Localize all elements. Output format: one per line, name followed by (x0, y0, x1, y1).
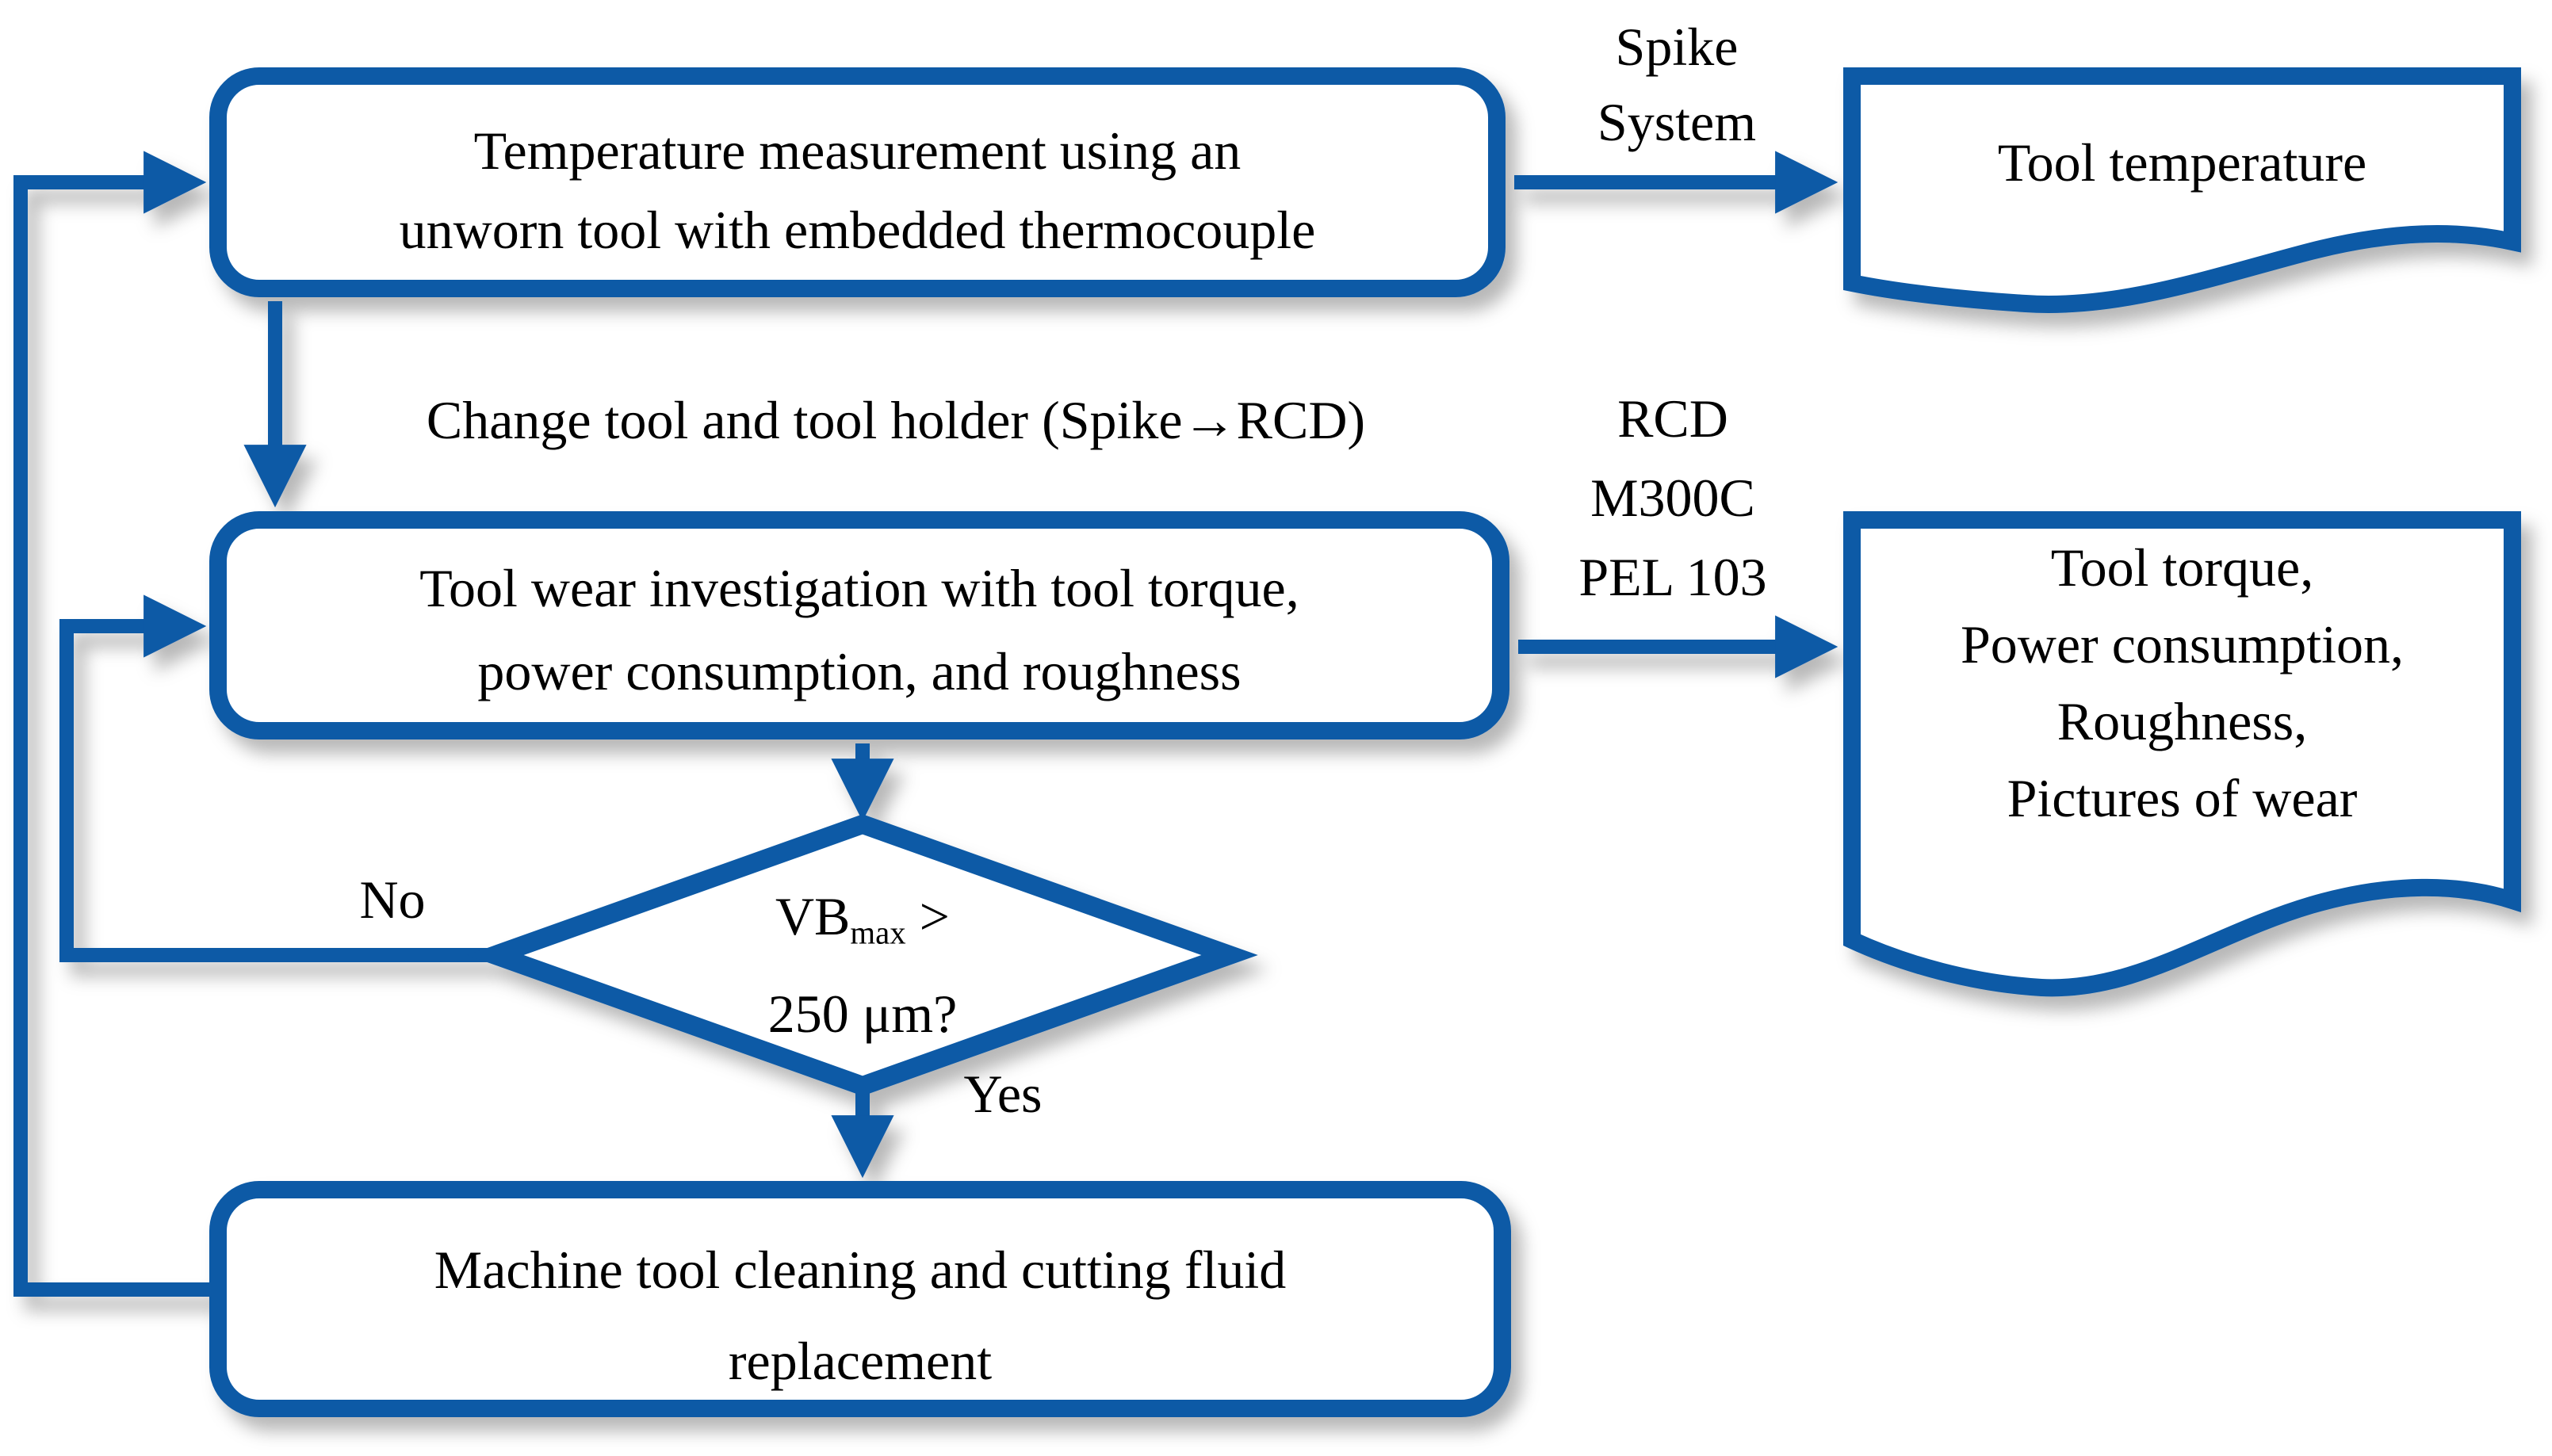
wear-box-line2: power consumption, and roughness (477, 641, 1242, 701)
rcd-devices-edge-label: RCD M300C PEL 103 (1534, 379, 1812, 617)
cleaning-box-label: Machine tool cleaning and cutting fluid … (209, 1225, 1511, 1407)
spike-system-line1: Spike (1615, 17, 1739, 77)
outputs-doc-line4: Pictures of wear (2007, 768, 2358, 828)
tool-temperature-doc-label: Tool temperature (1843, 123, 2521, 202)
decision-line1: VBmax > (664, 876, 1061, 973)
decision-line1-subscript: max (850, 915, 906, 951)
tool-temperature-doc-line1: Tool temperature (1997, 132, 2367, 193)
spike-system-edge-label: Spike System (1526, 10, 1827, 160)
process-box-tool-wear-investigation (209, 511, 1509, 739)
rcd-line1: RCD (1617, 388, 1728, 449)
wear-box-label: Tool wear investigation with tool torque… (209, 547, 1509, 713)
cleaning-box-line1: Machine tool cleaning and cutting fluid (434, 1240, 1287, 1300)
process-box-temperature-measurement (209, 67, 1506, 297)
wear-box-line1: Tool wear investigation with tool torque… (419, 558, 1299, 618)
no-branch-label: No (359, 869, 426, 930)
document-shape-wear-outputs (1843, 511, 2521, 997)
outputs-doc-line3: Roughness, (2057, 691, 2308, 751)
decision-line1-main: VB (775, 886, 851, 946)
change-tool-edge-label: Change tool and tool holder (Spike→RCD) (426, 390, 1366, 450)
decision-diamond-vbmax (467, 814, 1258, 1096)
decision-line2: 250 μm? (767, 984, 958, 1045)
outputs-doc-line1: Tool torque, (2050, 537, 2314, 598)
rcd-line2: M300C (1590, 468, 1755, 528)
cleaning-box-line2: replacement (728, 1331, 993, 1391)
arrow-decision-no-loop-to-wear (59, 594, 499, 962)
document-shape-tool-temperature (1843, 67, 2521, 313)
decision-diamond-label: VBmax > 250 μm? (664, 876, 1061, 1055)
temperature-box-line2: unworn tool with embedded thermocouple (399, 200, 1316, 260)
process-box-machine-cleaning (209, 1181, 1511, 1417)
yes-branch-label: Yes (963, 1064, 1043, 1124)
arrow-cleaning-loop-to-temperature (13, 151, 212, 1297)
outputs-doc-line2: Power consumption, (1960, 614, 2405, 674)
temperature-box-label: Temperature measurement using an unworn … (209, 111, 1506, 269)
temperature-box-line1: Temperature measurement using an (473, 120, 1242, 181)
rcd-line3: PEL 103 (1578, 547, 1767, 607)
decision-line1-tail: > (905, 886, 951, 946)
spike-system-line2: System (1597, 92, 1757, 152)
outputs-doc-label: Tool torque, Power consumption, Roughnes… (1843, 529, 2521, 837)
